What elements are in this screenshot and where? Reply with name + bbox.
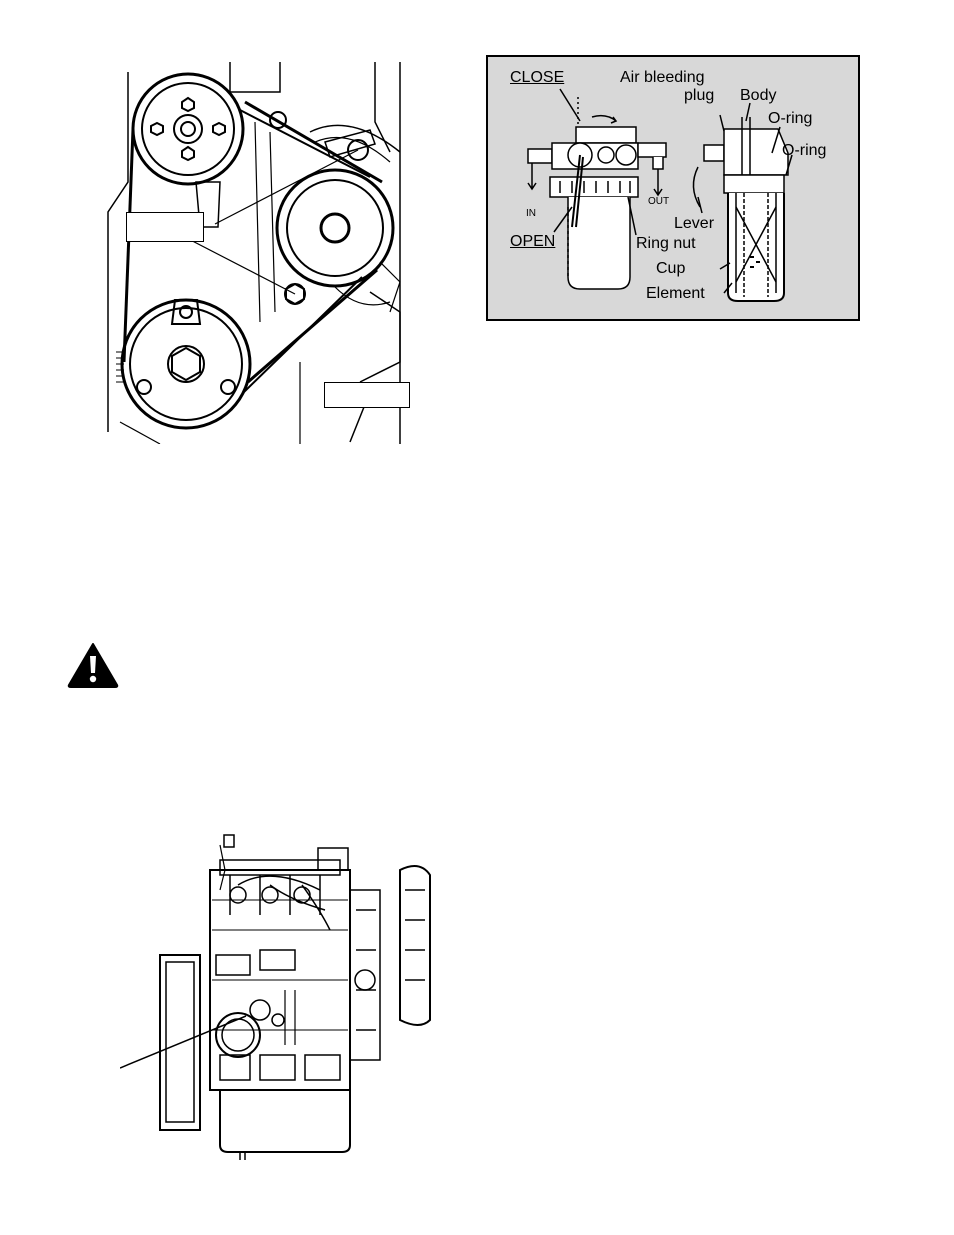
in-label: IN [526, 208, 536, 219]
body-label: Body [740, 87, 777, 104]
fuel-filter-diagram: CLOSE Air bleeding plug Body O-ring O-ri… [486, 55, 860, 321]
callout-box-left [126, 212, 204, 242]
air-bleeding-plug-label-line2: plug [684, 87, 715, 104]
belt-pulley-illustration [100, 62, 420, 444]
ring-nut-label: Ring nut [636, 235, 696, 252]
warning-triangle-icon [67, 642, 119, 688]
close-label: CLOSE [510, 69, 565, 86]
open-label: OPEN [510, 233, 556, 250]
warning-triangle-icon-graphic [67, 643, 119, 688]
engine-side-illustration [120, 830, 440, 1160]
air-bleeding-plug-label-line1: Air bleeding [620, 69, 705, 86]
engine-side-drawing [120, 834, 431, 1160]
lever-label: Lever [674, 215, 715, 232]
o-ring-label-2: O-ring [782, 142, 827, 159]
element-label: Element [646, 285, 705, 302]
out-label: OUT [648, 196, 670, 207]
callout-box-right [324, 382, 410, 408]
belt-pulley-drawing [107, 62, 401, 444]
cup-label: Cup [656, 260, 686, 277]
o-ring-label-1: O-ring [768, 110, 813, 127]
fuel-filter-drawing [527, 88, 793, 302]
